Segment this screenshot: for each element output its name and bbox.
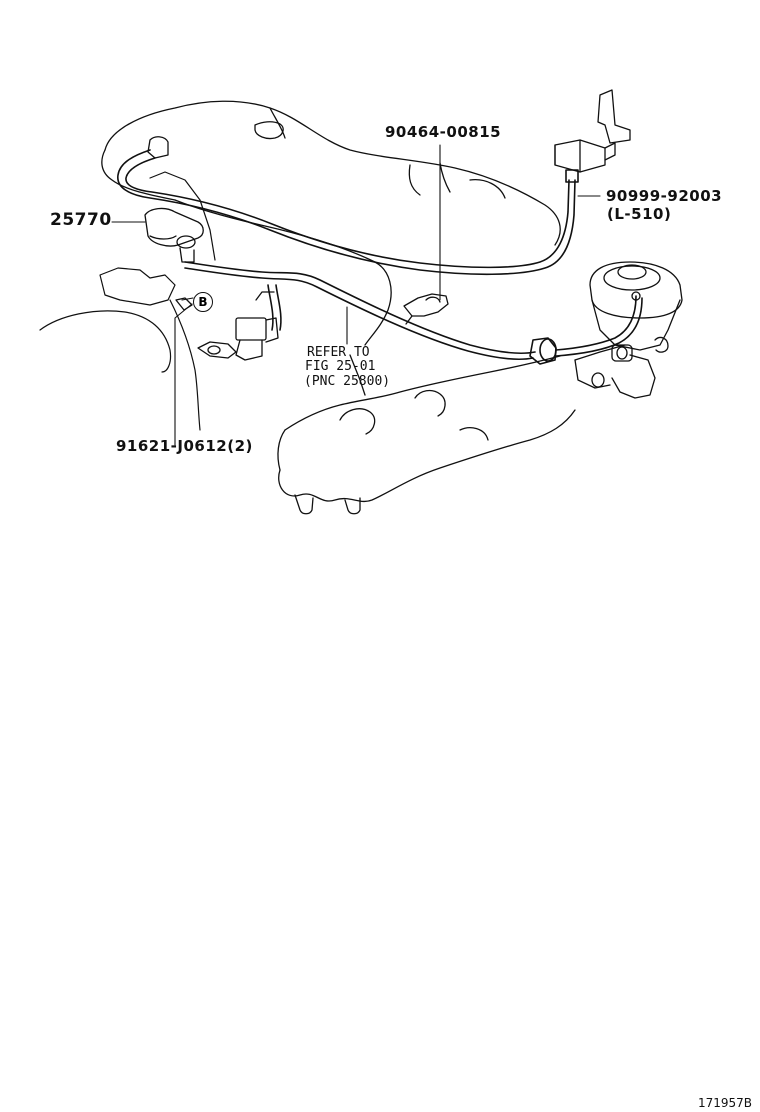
intake-manifold xyxy=(102,101,560,345)
bolt-part-number: 91621-J0612(2) xyxy=(116,437,253,455)
reference-note-line3: (PNC 25800) xyxy=(304,374,391,389)
exhaust-manifold xyxy=(278,355,575,514)
reference-note-line2: FIG 25-01 xyxy=(305,359,376,374)
egr-valve xyxy=(575,262,682,398)
cylinder-head xyxy=(40,172,215,430)
clamp-part-number: 90464-00815 xyxy=(385,123,502,141)
mounting-bracket xyxy=(555,90,630,172)
hose-clamp xyxy=(404,294,448,324)
vsv-assembly xyxy=(145,137,278,360)
illustration-id: 171957B xyxy=(698,1096,753,1110)
reference-note-line1: REFER TO xyxy=(307,345,370,360)
hose-part-number: 90999-92003 xyxy=(606,187,723,205)
leader-lines xyxy=(112,145,600,445)
vsv-part-number: 25770 xyxy=(50,210,112,230)
connector-badge: B xyxy=(193,292,213,312)
vacuum-hoses xyxy=(118,150,642,364)
hose-length: (L-510) xyxy=(607,205,672,223)
